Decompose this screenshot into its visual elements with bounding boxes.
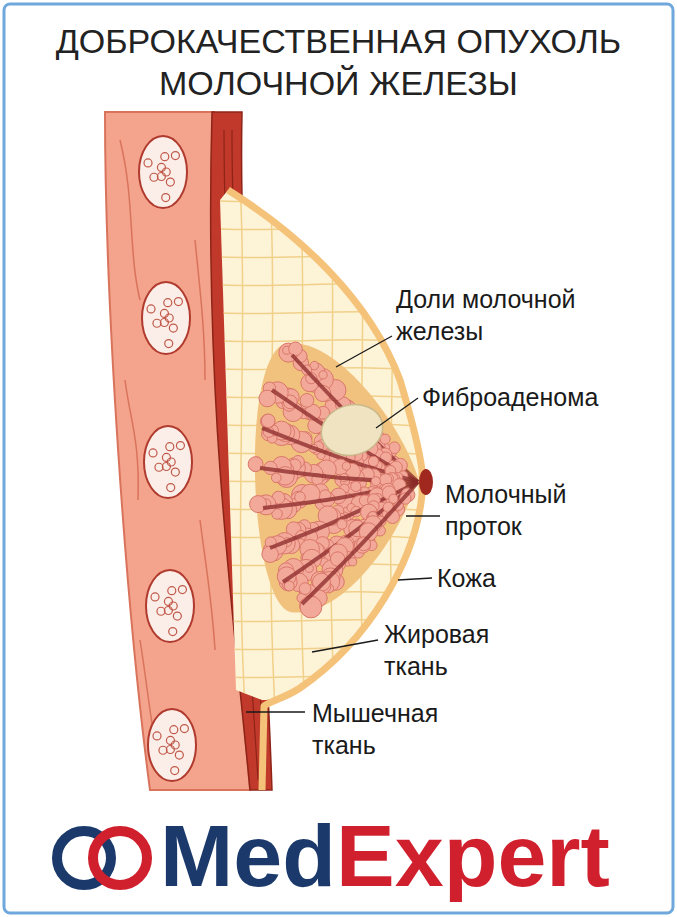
- rib-texture: [150, 173, 158, 181]
- milk-duct: [302, 482, 418, 604]
- fat-line: [240, 180, 245, 710]
- lobule: [250, 496, 267, 513]
- lobule: [337, 519, 347, 529]
- rib-texture: [166, 443, 174, 451]
- rib-texture: [166, 736, 174, 744]
- rib-texture: [168, 587, 176, 595]
- frame: [4, 4, 673, 913]
- rib-texture: [166, 745, 174, 753]
- part-label: Жировая ткань: [384, 618, 514, 682]
- lobe-ground: [255, 343, 418, 612]
- rib-texture: [162, 462, 170, 470]
- rib-texture: [151, 593, 159, 601]
- rib-texture: [157, 607, 165, 615]
- rib-texture: [176, 442, 184, 450]
- lobule: [295, 492, 306, 503]
- rib-texture: [157, 172, 165, 180]
- lobule: [300, 596, 322, 618]
- lobule: [319, 371, 327, 379]
- rib-texture: [171, 741, 179, 749]
- diagram-title: ДОБРОКАЧЕСТВЕННАЯ ОПУХОЛЬ МОЛОЧНОЙ ЖЕЛЕЗ…: [8, 20, 669, 104]
- rib-texture: [155, 463, 163, 471]
- rib-texture: [171, 152, 179, 160]
- ribs: [139, 136, 196, 781]
- rib-texture: [149, 449, 157, 457]
- lobule: [371, 477, 380, 486]
- rib-texture: [169, 602, 177, 610]
- rib-texture: [178, 586, 186, 594]
- lobule: [300, 394, 314, 408]
- rib-texture: [164, 606, 172, 614]
- rib: [146, 570, 194, 642]
- rib-texture: [173, 612, 181, 620]
- rib-texture: [160, 309, 168, 317]
- lobule: [351, 481, 361, 491]
- rib-texture: [162, 168, 170, 176]
- lobule: [284, 581, 294, 591]
- rib: [148, 709, 196, 781]
- milk-duct: [272, 390, 418, 482]
- rib-texture: [162, 194, 170, 202]
- rib-texture: [180, 725, 188, 733]
- rib-texture: [153, 319, 161, 327]
- rib-texture: [171, 468, 179, 476]
- fat-line: [210, 180, 215, 710]
- rib-texture: [169, 324, 177, 332]
- part-label: Фиброаденома: [422, 381, 662, 413]
- part-label: Кожа: [437, 562, 557, 594]
- rib-texture: [167, 484, 175, 492]
- rib-texture: [175, 751, 183, 759]
- rib-texture: [170, 726, 178, 734]
- lobule: [368, 456, 378, 466]
- rib-texture: [159, 746, 167, 754]
- part-label: Молочный проток: [445, 478, 605, 542]
- rib-texture: [160, 318, 168, 326]
- lobule: [342, 462, 350, 470]
- fat-line: [200, 228, 440, 232]
- chest-lines: [120, 140, 215, 770]
- lobule: [299, 583, 311, 595]
- logo-ring: [93, 831, 147, 885]
- lobule: [262, 546, 279, 563]
- fibroadenoma: [316, 398, 389, 462]
- nipple: [419, 469, 433, 495]
- milk-duct: [283, 482, 418, 582]
- rib-texture: [147, 305, 155, 313]
- rib-texture: [165, 340, 173, 348]
- rib-texture: [153, 732, 161, 740]
- part-label: Мышечная ткань: [312, 697, 462, 761]
- fat-line: [200, 200, 440, 204]
- rib-texture: [164, 299, 172, 307]
- rib-texture: [174, 298, 182, 306]
- rib: [139, 136, 187, 208]
- rib: [144, 426, 192, 498]
- rib: [142, 282, 190, 354]
- rib-texture: [161, 153, 169, 161]
- rib-texture: [165, 314, 173, 322]
- rib-texture: [162, 453, 170, 461]
- logo-watermark: MedExpert: [160, 810, 610, 902]
- rib-texture: [169, 628, 177, 636]
- rib-texture: [167, 458, 175, 466]
- lobule: [289, 342, 303, 356]
- rib-texture: [166, 178, 174, 186]
- rib-texture: [144, 159, 152, 167]
- lobule: [261, 414, 275, 428]
- lobes: [248, 342, 418, 618]
- part-label: Доли молочной железы: [396, 283, 636, 347]
- rib-texture: [171, 767, 179, 775]
- rib-texture: [164, 597, 172, 605]
- rib-texture: [157, 163, 165, 171]
